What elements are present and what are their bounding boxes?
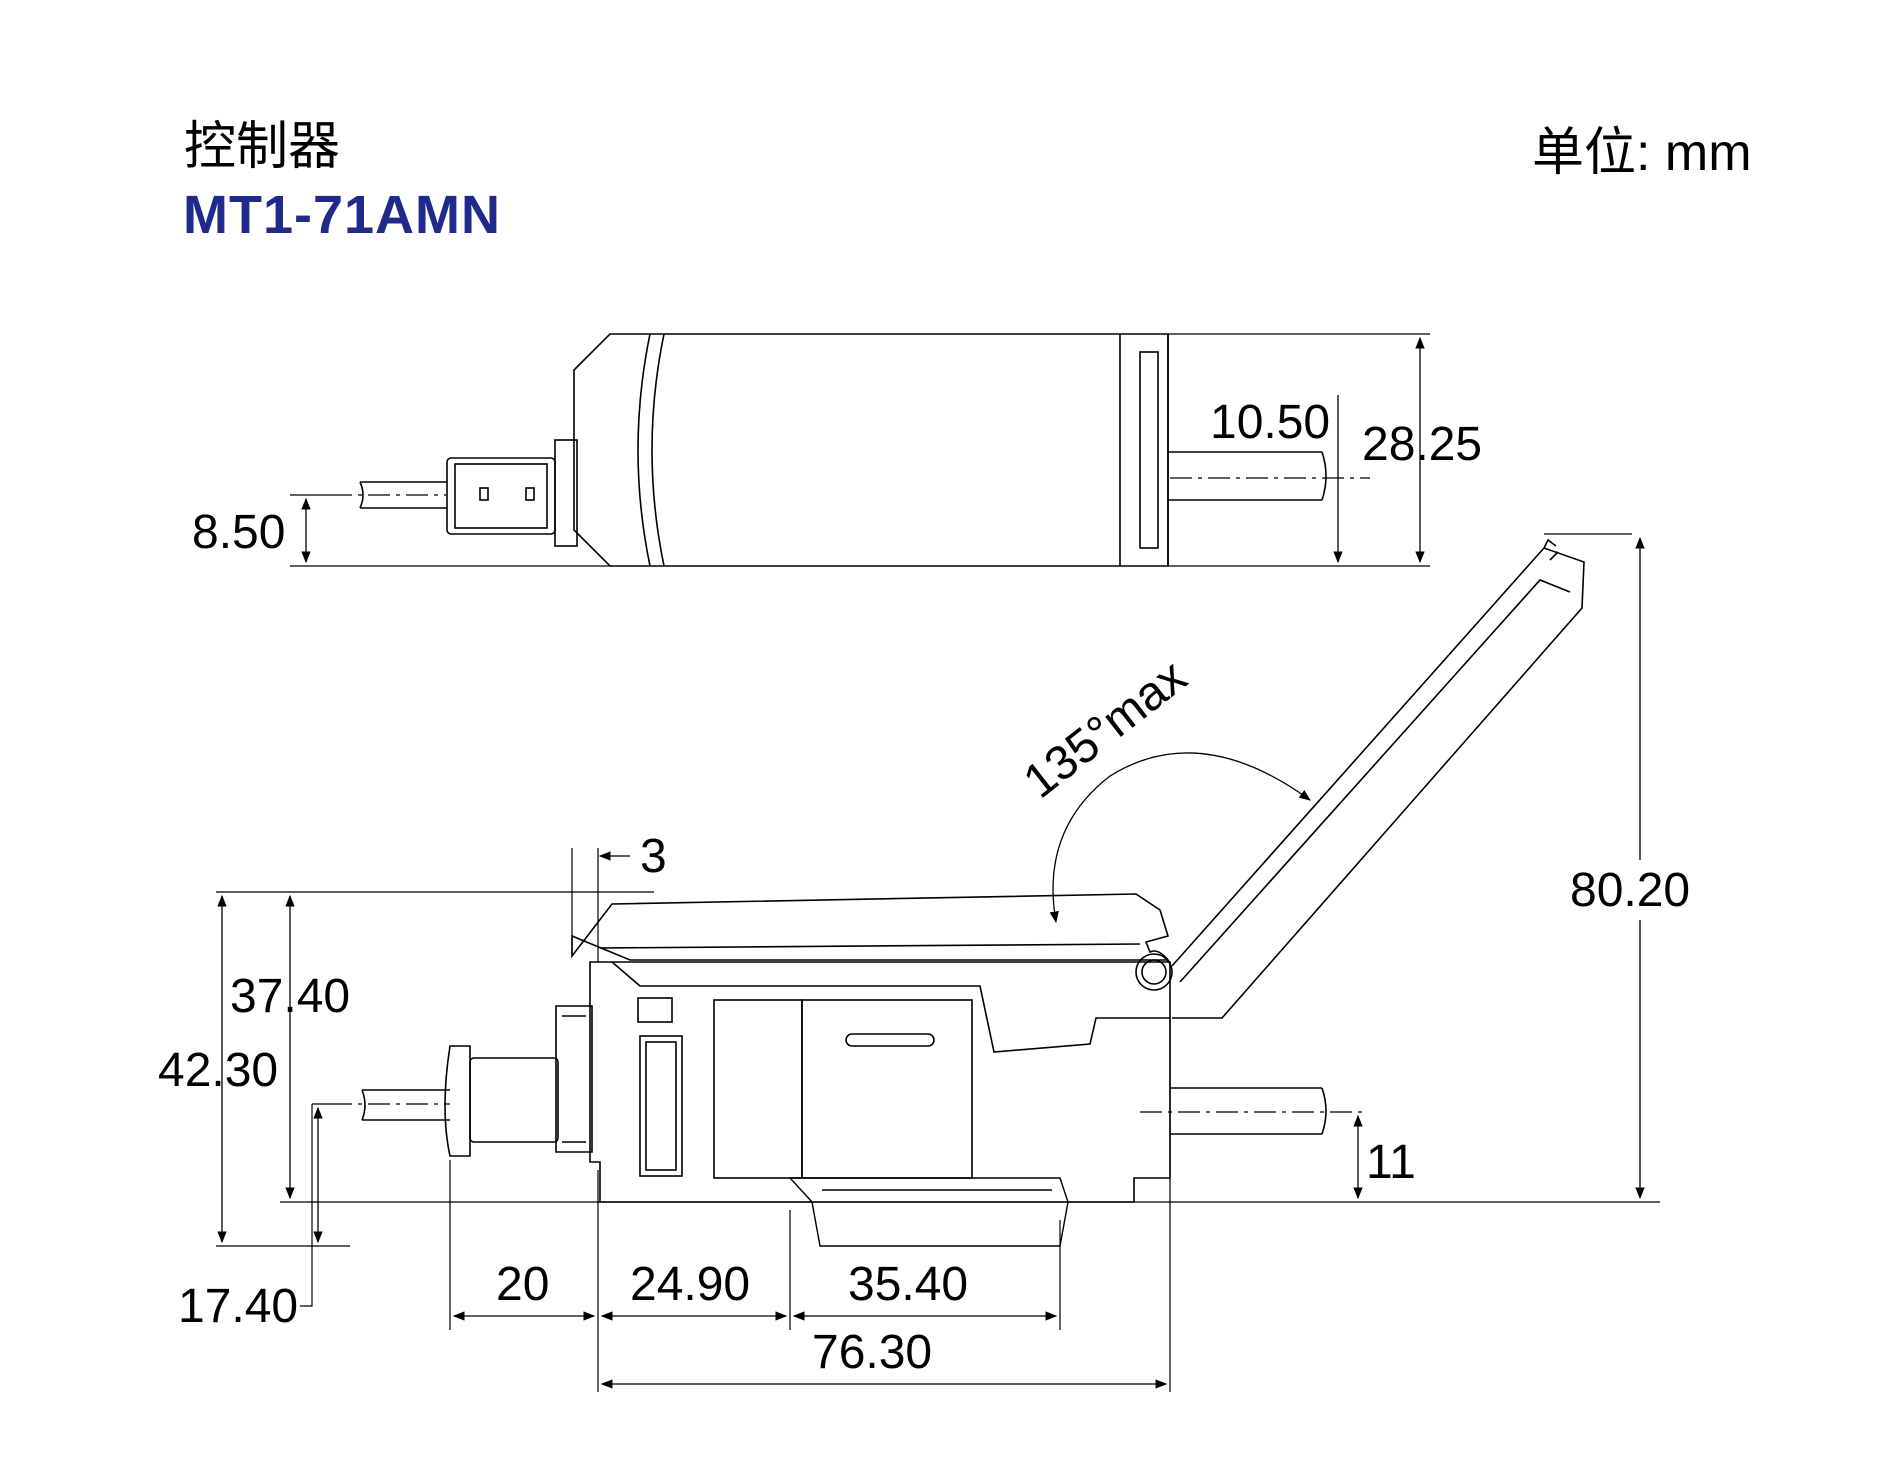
dim-label-3: 3 bbox=[640, 830, 667, 883]
side-lid-closed bbox=[571, 893, 1170, 961]
top-view bbox=[290, 333, 1430, 567]
side-display bbox=[713, 999, 803, 1179]
top-end-cap bbox=[1119, 334, 1169, 566]
dim-label-8-50: 8.50 bbox=[192, 506, 285, 559]
top-cable-left bbox=[359, 481, 447, 509]
dim-label-37-40: 37.40 bbox=[230, 970, 350, 1023]
side-indicator bbox=[637, 997, 673, 1023]
dim-label-42-30: 42.30 bbox=[158, 1044, 278, 1097]
dim-label-24-90: 24.90 bbox=[630, 1258, 750, 1311]
side-connector-flange bbox=[444, 1045, 471, 1157]
model-number: MT1-71AMN bbox=[183, 185, 502, 245]
side-hinge bbox=[1135, 953, 1173, 991]
side-slot bbox=[845, 1033, 935, 1047]
dim-label-17-40: 17.40 bbox=[178, 1280, 298, 1333]
top-body-curve-inner bbox=[637, 333, 651, 567]
angle-arc bbox=[1049, 752, 1311, 924]
side-body-outline bbox=[589, 961, 1171, 1203]
dim-label-35-40: 35.40 bbox=[848, 1258, 968, 1311]
angle-label: 135°max bbox=[1014, 650, 1196, 809]
top-body-outline bbox=[573, 333, 1169, 567]
top-end-window bbox=[1139, 351, 1159, 549]
top-body-curve bbox=[651, 333, 665, 567]
dim-label-76-30: 76.30 bbox=[812, 1326, 932, 1379]
side-connector-nut bbox=[555, 1005, 593, 1153]
side-button bbox=[639, 1035, 683, 1177]
side-cable-right bbox=[1170, 1087, 1327, 1135]
side-connector-body bbox=[469, 1057, 559, 1143]
dim-label-80-20: 80.20 bbox=[1570, 864, 1690, 917]
top-cable-right bbox=[1168, 451, 1327, 501]
top-connector-body bbox=[446, 457, 556, 535]
dim-label-11: 11 bbox=[1366, 1136, 1416, 1189]
dim-label-10-50: 10.50 bbox=[1210, 396, 1330, 449]
unit-label: 单位: mm bbox=[1532, 124, 1752, 182]
drawing-title: 控制器 bbox=[184, 117, 341, 177]
side-cable-left bbox=[361, 1089, 450, 1121]
dim-label-20: 20 bbox=[496, 1258, 549, 1311]
side-din-rail bbox=[788, 1177, 1069, 1247]
side-lid-open bbox=[1171, 547, 1585, 1019]
side-view bbox=[216, 533, 1660, 1392]
dim-label-28-25: 28.25 bbox=[1362, 418, 1482, 471]
